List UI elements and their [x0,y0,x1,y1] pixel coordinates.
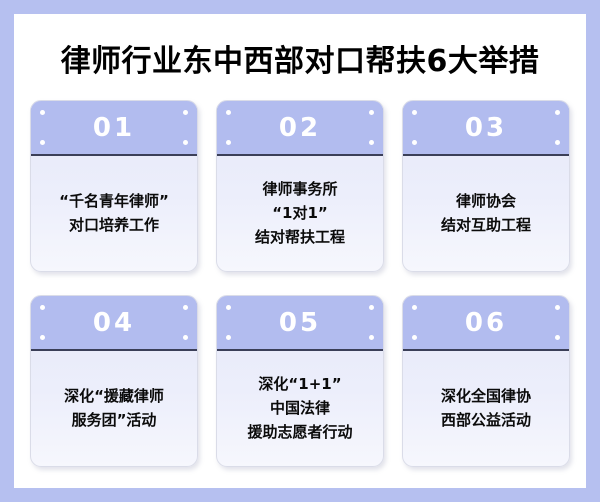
corner-dot-icon [369,335,374,340]
card-number-05: 05 [278,307,322,338]
corner-dot-icon [555,335,560,340]
card-body-03: 律师协会 结对互助工程 [403,156,569,270]
card-text-line: “1对1” [272,203,328,222]
card-text-line: 结对帮扶工程 [254,228,345,247]
card-header-03: 03 [403,101,569,156]
card-text-line: “千名青年律师” [59,191,169,210]
corner-dot-icon [226,335,231,340]
card-number-03: 03 [464,112,508,143]
measure-card-05[interactable]: 05 深化“1+1” 中国法律 援助志愿者行动 [216,295,384,467]
corner-dot-icon [369,140,374,145]
card-number-02: 02 [278,112,322,143]
corner-dot-icon [555,305,560,310]
corner-dot-icon [369,110,374,115]
corner-dot-icon [369,305,374,310]
corner-dot-icon [40,140,45,145]
card-text-line: 结对互助工程 [440,216,531,234]
card-text-line: 服务团”活动 [71,411,157,429]
card-body-05: 深化“1+1” 中国法律 援助志愿者行动 [217,351,383,465]
page-title: 律师行业东中西部对口帮扶6大举措 [60,44,540,79]
card-header-02: 02 [217,101,383,156]
measure-card-02[interactable]: 02 律师事务所 “1对1” 结对帮扶工程 [216,100,384,272]
card-text-line: 律师事务所 [262,179,338,198]
card-header-06: 06 [403,296,569,351]
card-text-line: 深化“1+1” [258,374,342,393]
card-header-04: 04 [31,296,197,351]
card-body-01: “千名青年律师” 对口培养工作 [31,156,197,270]
corner-dot-icon [40,305,45,310]
card-number-01: 01 [92,112,136,143]
card-text-line: 深化“援藏律师 [64,386,164,405]
corner-dot-icon [412,335,417,340]
corner-dot-icon [555,140,560,145]
card-header-05: 05 [217,296,383,351]
corner-dot-icon [183,335,188,340]
card-number-06: 06 [464,307,508,338]
corner-dot-icon [412,110,417,115]
corner-dot-icon [226,110,231,115]
corner-dot-icon [183,140,188,145]
corner-dot-icon [226,305,231,310]
card-text-line: 中国法律 [269,398,330,417]
card-body-06: 深化全国律协 西部公益活动 [403,351,569,465]
card-text-line: 援助志愿者行动 [247,423,353,442]
card-body-02: 律师事务所 “1对1” 结对帮扶工程 [217,156,383,270]
corner-dot-icon [555,110,560,115]
corner-dot-icon [40,110,45,115]
card-number-04: 04 [92,307,136,338]
measure-card-03[interactable]: 03 律师协会 结对互助工程 [402,100,570,272]
card-text-line: 西部公益活动 [440,411,531,429]
measure-card-01[interactable]: 01 “千名青年律师” 对口培养工作 [30,100,198,272]
corner-dot-icon [412,140,417,145]
card-text-line: 律师协会 [455,191,516,210]
card-text-line: 深化全国律协 [440,386,531,405]
measure-card-06[interactable]: 06 深化全国律协 西部公益活动 [402,295,570,467]
corner-dot-icon [226,140,231,145]
measure-card-04[interactable]: 04 深化“援藏律师 服务团”活动 [30,295,198,467]
card-body-04: 深化“援藏律师 服务团”活动 [31,351,197,465]
corner-dot-icon [40,335,45,340]
card-header-01: 01 [31,101,197,156]
corner-dot-icon [183,305,188,310]
measures-grid: 01 “千名青年律师” 对口培养工作 02 律师事务所 “1对1” 结对帮扶工程 [30,100,570,467]
corner-dot-icon [183,110,188,115]
corner-dot-icon [412,305,417,310]
infographic-page: 律师行业东中西部对口帮扶6大举措 01 “千名青年律师” 对口培养工作 02 [14,14,586,488]
card-text-line: 对口培养工作 [68,216,159,234]
